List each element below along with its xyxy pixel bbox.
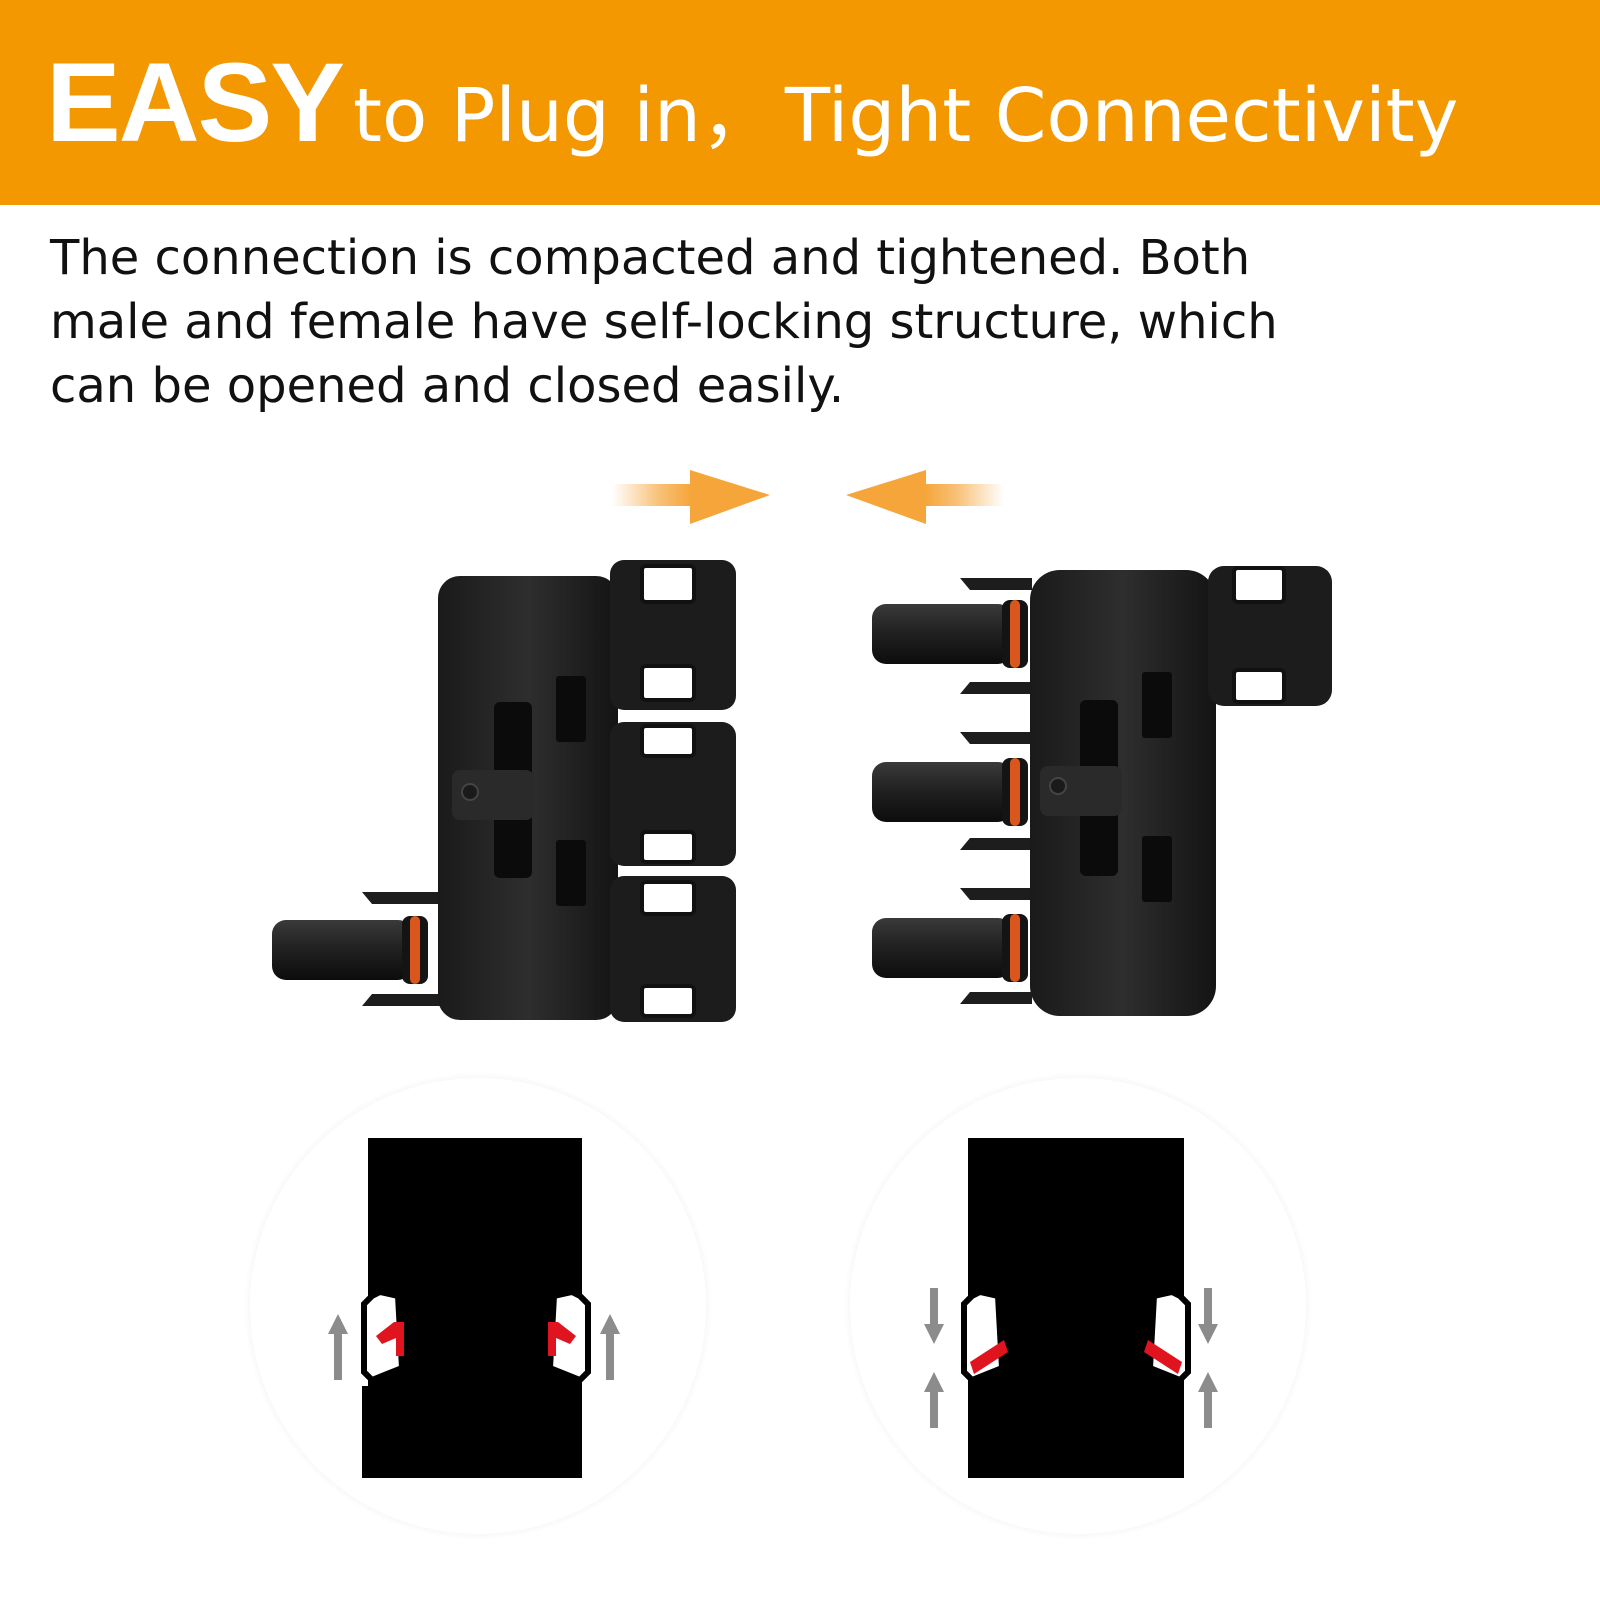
headline-strong: EASY: [46, 40, 345, 165]
detail-circle-locked: [844, 1072, 1312, 1540]
arrow-left-icon: [846, 470, 1004, 524]
arrow-up-icon: [1198, 1372, 1218, 1428]
left-connector: [272, 560, 736, 1022]
arrow-up-icon: [600, 1314, 620, 1380]
arrow-down-icon: [1198, 1288, 1218, 1344]
description-text: The connection is compacted and tightene…: [50, 230, 1278, 414]
detail-circle-unlocked: [244, 1072, 712, 1540]
arrow-up-icon: [328, 1314, 348, 1380]
arrow-right-icon: [612, 470, 770, 524]
headline-rest: to Plug in，: [353, 73, 775, 159]
headline-tail: Tight Connectivity: [784, 73, 1459, 159]
right-connector: [872, 566, 1332, 1016]
arrow-down-icon: [924, 1288, 944, 1344]
arrow-up-icon: [924, 1372, 944, 1428]
